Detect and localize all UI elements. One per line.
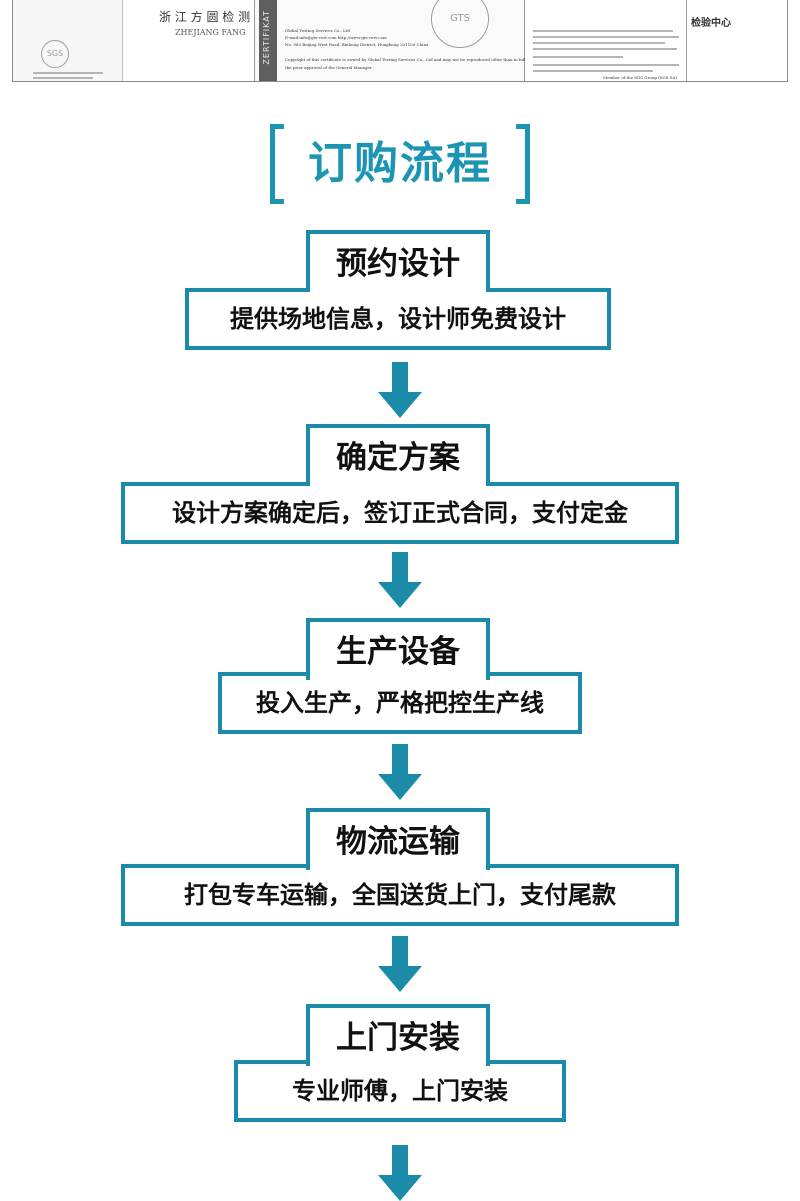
sgs-member-text: Member of the SGS Group (SGS SA)	[603, 75, 677, 80]
zhejiang-cert-title: 浙 江 方 圆 检 测	[159, 10, 251, 24]
certificate-thumbnail-right: 检验中心	[687, 0, 787, 81]
step-5-description: 专业师傅，上门安装	[234, 1060, 566, 1122]
down-arrow-icon	[378, 1145, 422, 1201]
down-arrow-icon	[378, 744, 422, 800]
down-arrow-icon	[378, 936, 422, 992]
inspection-center-label: 检验中心	[691, 18, 731, 29]
certificate-zhejiang: 浙 江 方 圆 检 测 ZHEJIANG FANG	[123, 0, 255, 81]
step-4-title: 物流运输	[306, 808, 490, 870]
certificate-sgs: Member of the SGS Group (SGS SA)	[525, 0, 687, 81]
certificate-thumbnail-left: SGS	[13, 0, 123, 81]
zhejiang-cert-subtitle: ZHEJIANG FANG	[175, 28, 246, 37]
gts-line-2: E-mail:info@gts-cert.com http://www.gts-…	[285, 35, 387, 40]
gts-copyright-1: Copyright of this certificate is owned b…	[285, 57, 545, 62]
sgs-stamp-icon: SGS	[41, 40, 69, 68]
step-2-title: 确定方案	[306, 424, 490, 486]
certificate-strip: SGS 浙 江 方 圆 检 测 ZHEJIANG FANG ZERTIFIKAT…	[12, 0, 788, 82]
zertifikat-sidebar: ZERTIFIKAT	[259, 0, 277, 81]
step-5-title: 上门安装	[306, 1004, 490, 1066]
section-title: 订购流程	[270, 124, 530, 204]
gts-line-3: No. 960 Beijing West Road, Binhong Distr…	[285, 42, 429, 47]
down-arrow-icon	[378, 362, 422, 418]
right-bracket-icon	[516, 124, 530, 204]
gts-stamp-icon: GTS	[431, 0, 489, 48]
step-1-title: 预约设计	[306, 230, 490, 292]
step-1-description: 提供场地信息，设计师免费设计	[185, 288, 611, 350]
gts-copyright-2: the prior approval of the General Manage…	[285, 65, 372, 70]
left-bracket-icon	[270, 124, 284, 204]
gts-line-1: Global Testing Services Co., Ltd	[285, 28, 350, 33]
down-arrow-icon	[378, 552, 422, 608]
step-4-description: 打包专车运输，全国送货上门，支付尾款	[121, 864, 679, 926]
step-3-title: 生产设备	[306, 618, 490, 680]
section-title-text: 订购流程	[308, 138, 492, 189]
certificate-gts: ZERTIFIKAT GTS Global Testing Services C…	[255, 0, 545, 81]
step-2-description: 设计方案确定后，签订正式合同，支付定金	[121, 482, 679, 544]
